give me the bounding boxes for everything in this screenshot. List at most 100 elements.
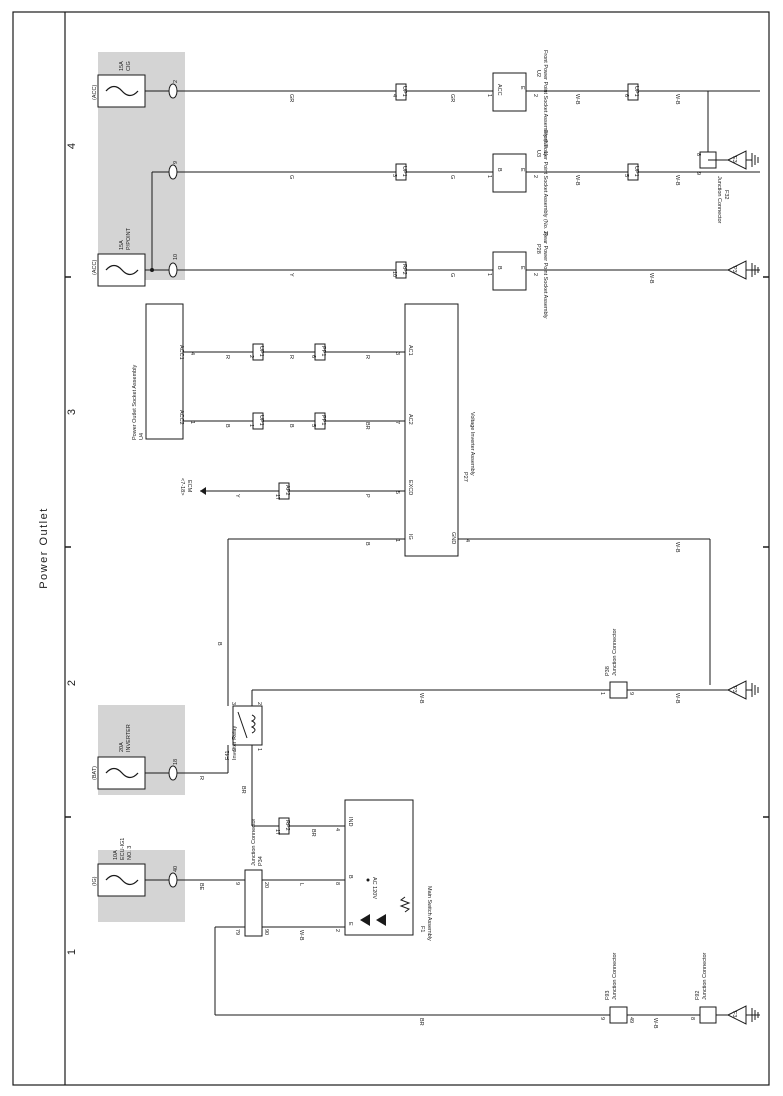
u4-code: U4 <box>139 433 145 440</box>
f32-name: Junction Connector <box>716 176 722 224</box>
p38-code: P38 <box>605 666 611 676</box>
fuse-pwr-outlet-pin-b: 9 <box>173 161 179 164</box>
f41-code: F41 <box>225 751 231 760</box>
junction-f92: F92 Junction Connector 8 <box>689 952 717 1024</box>
pin-u4-up1-a: 2 <box>248 355 254 358</box>
fuse-ecu-ig1-name2: NO. 3 <box>127 846 133 860</box>
u4-name: Power Outlet Socket Assembly <box>132 365 138 440</box>
wire-wb-6: W-B <box>674 542 680 553</box>
zone-number-4: 4 <box>66 143 78 149</box>
fuse-cig-rating: 15A <box>119 61 125 71</box>
u2-pin-e: E <box>519 86 525 90</box>
component-u3: U3 Front Power Point Socket Assembly (No… <box>486 130 548 236</box>
pin-u2-up1-b: 6 <box>623 94 629 97</box>
p38-pin-9: 9 <box>628 692 634 695</box>
fuse-ecu-ig1-rating: 10A <box>113 850 119 860</box>
ground-p3-lower-label: P3 <box>731 686 737 693</box>
u4-pin-acc2: ACC2 <box>178 410 184 425</box>
u3-code: U3 <box>535 150 541 157</box>
p27-pin-ac2: AC2 <box>407 414 413 425</box>
component-p28: P28 Rear Power Point Socket Assembly B E… <box>486 232 548 319</box>
wire-g-3: G <box>449 273 455 277</box>
u2-name: Front Power Point Socket Assembly (No. 1… <box>542 50 548 156</box>
wires <box>145 90 760 1016</box>
f41-pin-5: 5 <box>230 748 236 751</box>
p27-pin-num-7: 7 <box>394 421 400 424</box>
p27-pin-gnd: GND <box>450 532 456 544</box>
f1-pin-e: E <box>347 922 353 926</box>
f32-code: F32 <box>723 190 729 199</box>
p27-pin-num-4: 4 <box>464 539 470 542</box>
p27-pin-excd: EXCD <box>407 480 413 495</box>
fuse-pwr-outlet-rating: 15A <box>119 240 125 250</box>
ground-p3-upper: P3 <box>726 260 759 280</box>
pp1-label-u4a: PP1 <box>320 346 326 356</box>
wire-r-3: R <box>364 355 370 359</box>
f1-pin-ind: IND <box>347 817 353 827</box>
wire-color-labels: GR GR W-B W-B G G W-B W-B Y G W-B R R R … <box>198 94 680 1029</box>
wire-wb-8: W-B <box>674 693 680 704</box>
fuse-cig-supply: (ACC) <box>92 85 98 100</box>
junction-f93: F93 Junction Connector 9 49 <box>599 952 634 1024</box>
fuse-inverter: 20A INVERTER (BAT) 18 <box>92 724 179 790</box>
wire-br-2: BR <box>240 786 246 794</box>
component-u2: U2 Front Power Point Socket Assembly (No… <box>486 50 548 156</box>
u3-pin-num-2: 2 <box>532 175 538 178</box>
u4-pin-acc1: ACC1 <box>178 345 184 360</box>
f92-code: F92 <box>695 991 701 1000</box>
pin-u4-up1-b: 1 <box>248 424 254 427</box>
up1-label-u3b: UP1 <box>633 166 639 177</box>
component-f41: F41 Inverter Relay 2 3 5 1 <box>225 702 263 760</box>
pin-f1-rp2: 17 <box>274 829 280 835</box>
ecm-label: ECM <box>186 480 192 493</box>
wire-wb-4: W-B <box>674 175 680 186</box>
pp1-label-u4b: PP1 <box>320 415 326 425</box>
fuse-pwr-outlet: 15A P/POINT (ACC) 10 9 <box>92 161 179 287</box>
zone-number-2: 2 <box>66 680 78 686</box>
p34-name: Junction Connector <box>251 818 257 866</box>
fuse-inverter-name: INVERTER <box>126 724 132 752</box>
wire-wb-7: W-B <box>418 693 424 704</box>
f32-pin-8: 8 <box>695 153 701 156</box>
page-title: Power Outlet <box>38 507 50 589</box>
up1-label-u2a: UP1 <box>401 86 407 97</box>
fuse-cig: 15A CIG (ACC) 2 <box>92 61 179 108</box>
f32-pin-9: 9 <box>695 172 701 175</box>
wire-be-1: BE <box>198 883 204 891</box>
pin-u3-up1-b: 5 <box>623 174 629 177</box>
f41-name: Inverter Relay <box>232 726 238 760</box>
fuse-inverter-rating: 20A <box>119 742 125 752</box>
inline-connector-labels: UP1 UP1 UP1 UP1 RP2 UP1 PP1 UP1 PP1 AP2 … <box>248 86 639 835</box>
wire-g-1: G <box>288 175 294 179</box>
inline-connectors <box>252 83 639 835</box>
f1-pin-num-4: 4 <box>334 828 340 831</box>
p27-pin-num-3: 3 <box>394 352 400 355</box>
ground-e3: E3 <box>708 150 759 170</box>
u2-pin-num-1: 1 <box>486 94 492 97</box>
p34-pin-90: 90 <box>263 929 269 935</box>
p34-pin-20: 20 <box>263 882 269 888</box>
wire-y-1: Y <box>288 273 294 277</box>
f1-ac-label: AC 120V <box>371 877 377 899</box>
ap2-label-ecm: AP2 <box>284 485 290 495</box>
wire-p-1: P <box>364 494 370 498</box>
up1-label-u4a: UP1 <box>258 346 264 357</box>
p38-pin-1: 1 <box>599 692 605 695</box>
f1-code: F1 <box>419 926 425 932</box>
pin-p28-rp2: 10 <box>391 271 397 277</box>
up1-label-u2b: UP1 <box>633 86 639 97</box>
u4-pin-num-1: 1 <box>189 421 195 424</box>
ground-p3-lower: P3 <box>710 680 759 700</box>
f41-pin-2: 2 <box>256 702 262 705</box>
p27-pin-ac1: AC1 <box>407 345 413 356</box>
ecm-ref: <7-18> <box>179 478 185 495</box>
fuse-ecu-ig1: 10A ECU-IG1 NO. 3 (IG) 40 <box>92 838 179 897</box>
wire-r-4: R <box>198 776 204 780</box>
wire-wb-5: W-B <box>648 273 654 284</box>
wire-br-4: BR <box>418 1018 424 1026</box>
pin-u4-pp1-b: 5 <box>310 424 316 427</box>
wire-b-4: B <box>216 642 222 646</box>
wire-y-2: Y <box>234 494 240 498</box>
zone-ticks <box>65 276 769 818</box>
